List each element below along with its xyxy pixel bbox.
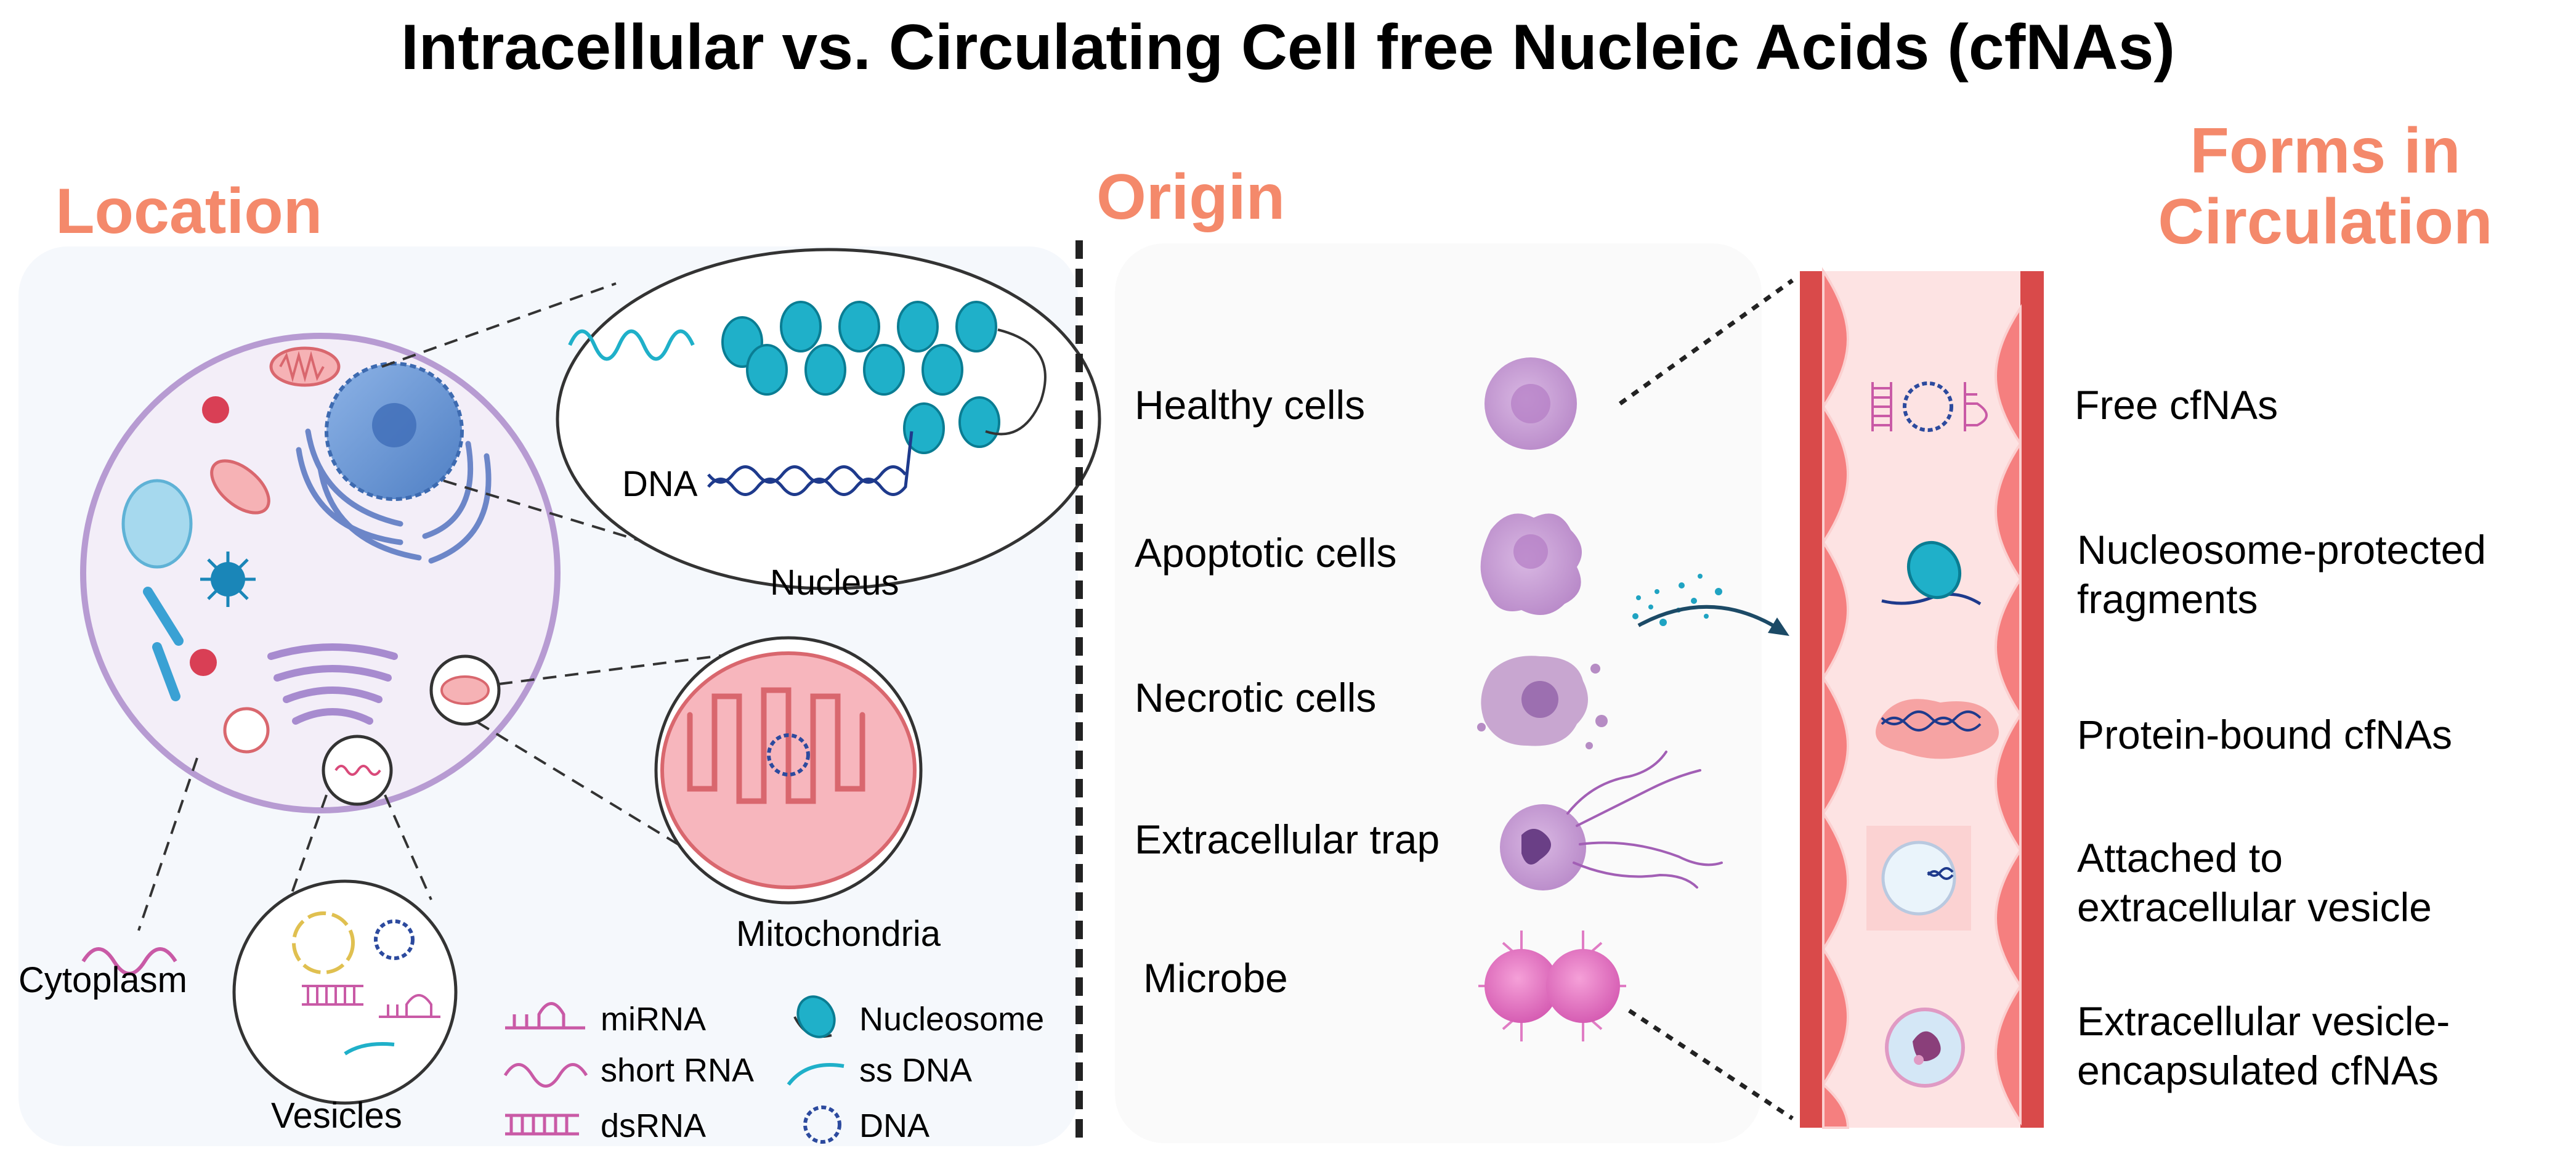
origin-panel-background [1115, 243, 1762, 1143]
cell-illustration [80, 333, 561, 813]
nucleosome-fragment-icon [1881, 540, 1982, 606]
origin-label-necrotic: Necrotic cells [1135, 675, 1376, 720]
origin-label-healthy: Healthy cells [1135, 382, 1365, 428]
chromatin-coil [568, 329, 695, 361]
cytoskeleton [143, 587, 184, 701]
form-label-nucleosome-line2: fragments [2077, 576, 2258, 622]
legend-label: Nucleosome [859, 1001, 1044, 1038]
short-rna-wave [81, 947, 177, 976]
origin-heading: Origin [1096, 161, 1285, 233]
mitochondria-zoom: Mitochondria [654, 636, 941, 954]
location-heading: Location [55, 176, 322, 247]
dna-strand-loop [985, 328, 1047, 436]
form-label-protein-line1: Protein-bound cfNAs [2077, 712, 2452, 757]
form-label-encapsulated-line2: encapsulated cfNAs [2077, 1048, 2439, 1093]
legend-label: miRNA [601, 1001, 706, 1038]
form-label-encapsulated-line1: Extracellular vesicle- [2077, 998, 2450, 1044]
ss-dna-icon [787, 1063, 844, 1086]
cytoplasm-label: Cytoplasm [18, 960, 187, 1000]
nucleus-label: Nucleus [770, 563, 899, 603]
cytoplasm-item: Cytoplasm [18, 947, 187, 1000]
nucleolus [372, 403, 416, 447]
cell-membrane [80, 333, 561, 813]
lysosome-2 [190, 649, 217, 676]
mirna-icon [505, 1002, 585, 1030]
attached-vesicle-icon [1866, 826, 1971, 931]
extracellular-trap-icon [1500, 751, 1723, 890]
legend-label: short RNA [601, 1052, 754, 1089]
legend-item-nucleosome: Nucleosome [793, 995, 1044, 1038]
encapsulated-vesicle-icon [1885, 1008, 1965, 1088]
free-cfna-icon [1871, 381, 1988, 432]
origin-panel: Origin Healthy cells Apoptotic cells Nec… [1096, 161, 1794, 1143]
mitochondria-label: Mitochondria [736, 914, 941, 954]
vesicle-small [223, 707, 270, 754]
legend-item-mirna: miRNA [505, 1001, 706, 1038]
legend-item-dna: DNA [803, 1106, 930, 1144]
connector-top [1618, 279, 1794, 405]
centrosome [200, 552, 256, 607]
dna-icon [803, 1106, 841, 1144]
blood-vessel [1800, 267, 2044, 1129]
zoom-leader-lines [137, 282, 789, 931]
vacuole [121, 479, 193, 569]
form-label-attached-line1: Attached to [2077, 835, 2283, 881]
dna-double-helix [707, 431, 913, 496]
origin-label-microbe: Microbe [1143, 955, 1288, 1001]
forms-panel: Forms in Circulation Free cfNAs Nucleoso… [2075, 115, 2493, 1093]
nucleosome-array [721, 301, 1000, 454]
legend-item-short-rna: short RNA [503, 1052, 754, 1089]
legend-label: DNA [859, 1107, 930, 1144]
page-title: Intracellular vs. Circulating Cell free … [401, 12, 2175, 83]
connector-bottom [1628, 1009, 1794, 1120]
endoplasmic-reticulum [296, 428, 492, 564]
dsrna-icon [505, 1114, 579, 1136]
legend-label: dsRNA [601, 1107, 706, 1144]
endothelial-cells-right [1994, 304, 2022, 1126]
form-label-nucleosome-line1: Nucleosome-protected [2077, 527, 2486, 572]
release-arrow-head [1768, 617, 1789, 636]
vessel-wall-right [2020, 271, 2044, 1128]
release-arrow [1637, 605, 1784, 633]
dna-label: DNA [622, 464, 698, 504]
golgi-apparatus [267, 643, 398, 725]
mitochondrion-small-1 [269, 346, 341, 387]
forms-heading-line2: Circulation [2158, 186, 2492, 258]
legend-label: ss DNA [859, 1052, 972, 1089]
endothelial-cells-left [1822, 267, 1850, 1129]
vesicles-zoom: Vesicles [232, 879, 458, 1136]
protein-bound-icon [1876, 699, 1999, 759]
microbe-icon [1478, 931, 1626, 1041]
origin-label-trap: Extracellular trap [1135, 817, 1440, 862]
forms-heading-line1: Forms in [2190, 115, 2460, 187]
origin-label-apoptotic: Apoptotic cells [1135, 530, 1397, 576]
nucleosome-icon [793, 995, 836, 1038]
mtdna-circle [767, 733, 810, 776]
form-label-free-line1: Free cfNAs [2075, 382, 2278, 428]
vesicles-label: Vesicles [271, 1096, 402, 1136]
legend: miRNA short RNA dsRNA N [503, 995, 1044, 1144]
legend-item-ss-dna: ss DNA [787, 1052, 972, 1089]
location-panel: Location [18, 176, 1101, 1146]
necrotic-cell-icon [1477, 656, 1608, 749]
mitochondrion-small-2 [210, 459, 270, 515]
healthy-cell-icon [1484, 357, 1577, 450]
legend-item-dsrna: dsRNA [505, 1107, 706, 1144]
nucleus-zoom: DNA Nucleus [556, 248, 1101, 603]
form-label-attached-line2: extracellular vesicle [2077, 884, 2432, 930]
apoptotic-cell-icon [1480, 513, 1582, 615]
vessel-wall-left [1800, 271, 1823, 1128]
short-rna-icon [503, 1063, 588, 1088]
lysosome-1 [202, 396, 229, 423]
